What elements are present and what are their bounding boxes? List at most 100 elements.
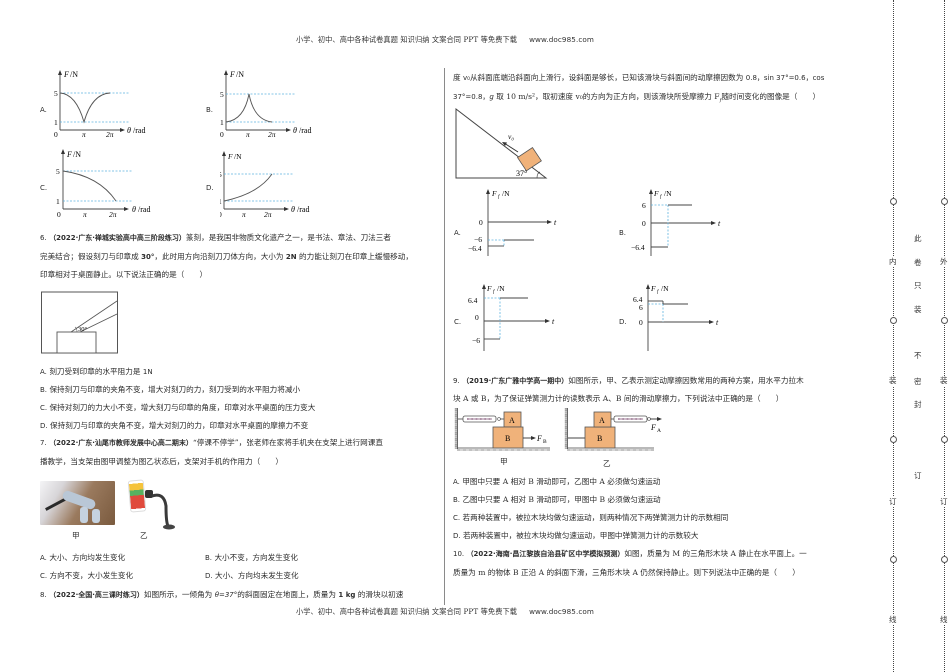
svg-text:0: 0 bbox=[220, 210, 222, 219]
svg-text:/N: /N bbox=[70, 70, 78, 79]
svg-text:F: F bbox=[63, 70, 69, 79]
svg-text:1: 1 bbox=[54, 118, 58, 127]
page-footer: 小学、初中、高中各种试卷真题 知识归纳 文案合同 PPT 等免费下载 www.do… bbox=[0, 607, 890, 617]
q6-option-a[interactable]: A. 刻刀受到印章的水平阻力是 1N bbox=[40, 367, 153, 376]
svg-text:t: t bbox=[554, 218, 557, 227]
q8-stem-line1: 8. （2022·全国·高三课时练习）如图所示，一倾角为 θ=37°的斜面固定在… bbox=[40, 590, 404, 599]
svg-text:v₀: v₀ bbox=[508, 132, 514, 141]
binding-notice-char: 密 bbox=[914, 377, 922, 386]
q7-option-c[interactable]: C. 方向不变，大小发生变化 bbox=[40, 571, 134, 580]
q9-source: （2019·广东广雅中学高一期中） bbox=[462, 377, 569, 385]
q6-option-d[interactable]: D. 保持刻刀与印章的夹角不变，增大对刻刀的力，印章对水平桌面的摩擦力不变 bbox=[40, 421, 309, 430]
svg-text:/N: /N bbox=[661, 284, 669, 293]
svg-text:2π: 2π bbox=[264, 210, 272, 219]
binding-notice-char: 装 bbox=[914, 305, 922, 314]
svg-text:0: 0 bbox=[57, 210, 61, 218]
binding-notice-char: 订 bbox=[914, 471, 922, 480]
q7-photo-jia bbox=[40, 481, 115, 525]
q9-option-a[interactable]: A. 甲图中只要 A 相对 B 滑动即可，乙图中 A 必须做匀速运动 bbox=[453, 477, 661, 486]
svg-text:30°: 30° bbox=[78, 326, 88, 333]
q6-stem-line2: 完美结合；假设刻刀与印章成 30°，此时用方向沿刻刀刀体方向，大小为 2N 的力… bbox=[40, 252, 413, 261]
svg-text:2π: 2π bbox=[109, 210, 117, 218]
q6-option-b[interactable]: B. 保持刻刀与印章的夹角不变，增大对刻刀的力，刻刀受到的水平阻力将减小 bbox=[40, 385, 301, 394]
binding-notice-char: 封 bbox=[914, 400, 922, 409]
q9-caption-yi: 乙 bbox=[603, 459, 611, 468]
binding-notice-char: 卷 bbox=[914, 258, 922, 267]
q8-option-d-label[interactable]: D. bbox=[619, 318, 627, 326]
q7-option-a[interactable]: A. 大小、方向均发生变化 bbox=[40, 553, 126, 562]
svg-text:F: F bbox=[229, 70, 235, 79]
inner-binding-label: 装 bbox=[889, 376, 897, 386]
q7-option-b[interactable]: B. 大小不变，方向发生变化 bbox=[205, 553, 298, 562]
binding-circle bbox=[890, 198, 897, 205]
q6-stem-line1: 6. （2022·广东·禅城实验高中高三阶段练习）篆刻，是我国非物质文化遗产之一… bbox=[40, 233, 391, 242]
svg-text:f: f bbox=[498, 195, 500, 200]
q8-figure-incline: v₀ 37° bbox=[455, 107, 548, 179]
q6-option-c[interactable]: C. 保持对刻刀的力大小不变，增大刻刀与印章的角度，印章对水平桌面的压力变大 bbox=[40, 403, 316, 412]
svg-text:/rad: /rad bbox=[133, 126, 145, 135]
svg-text:/N: /N bbox=[234, 152, 242, 161]
svg-text:t: t bbox=[552, 317, 555, 326]
q5-graph-a: F/N 5 1 0 π 2π θ/rad bbox=[54, 70, 145, 138]
svg-text:/N: /N bbox=[497, 284, 505, 293]
q5-graph-b: F/N 5 1 0 π 2π θ/rad bbox=[220, 70, 311, 138]
q8-option-b-label[interactable]: B. bbox=[619, 229, 627, 237]
svg-text:2π: 2π bbox=[106, 130, 114, 138]
svg-text:θ: θ bbox=[291, 205, 295, 214]
header-url[interactable]: www.doc985.com bbox=[529, 35, 594, 44]
svg-text:/N: /N bbox=[664, 189, 672, 198]
q8-source: （2022·全国·高三课时练习） bbox=[49, 591, 144, 599]
q8-option-a-label[interactable]: A. bbox=[454, 229, 461, 237]
svg-text:1: 1 bbox=[220, 118, 224, 127]
q5-graph-d: F/N 5 1 0 π 2π θ/rad bbox=[220, 151, 309, 219]
svg-text:6.4: 6.4 bbox=[633, 295, 643, 304]
svg-text:/N: /N bbox=[73, 150, 81, 159]
svg-text:−6: −6 bbox=[472, 336, 480, 345]
svg-text:6: 6 bbox=[642, 201, 646, 210]
q9-option-d[interactable]: D. 若两种装置中，被拉木块均做匀速运动，甲图中弹簧测力计的示数较大 bbox=[453, 531, 699, 540]
q8-option-c-label[interactable]: C. bbox=[454, 318, 462, 326]
q5-graph-c: F/N 5 1 0 π 2π θ/rad bbox=[56, 149, 150, 218]
q9-option-c[interactable]: C. 若两种装置中，被拉木块均做匀速运动，则两种情况下两弹簧测力计的示数相同 bbox=[453, 513, 729, 522]
header-text: 小学、初中、高中各种试卷真题 知识归纳 文案合同 PPT 等免费下载 bbox=[295, 35, 518, 44]
outer-binding-label: 装 bbox=[940, 376, 948, 386]
q7-photo-yi bbox=[127, 472, 180, 530]
svg-text:B: B bbox=[597, 434, 602, 443]
q9-option-b[interactable]: B. 乙图中只要 A 相对 B 滑动即可，甲图中 B 必须做匀速运动 bbox=[453, 495, 661, 504]
svg-text:−6.4: −6.4 bbox=[468, 244, 482, 253]
q7-caption-yi: 乙 bbox=[140, 531, 148, 540]
svg-text:0: 0 bbox=[639, 318, 643, 327]
svg-text:F: F bbox=[491, 189, 497, 198]
q10-stem-line2: 质量为 m 的物体 B 正沿 A 的斜面下滑，三角形木块 A 仍然保持静止。则下… bbox=[453, 568, 800, 577]
q7-caption-jia: 甲 bbox=[72, 531, 80, 540]
q6-source: （2022·广东·禅城实验高中高三阶段练习） bbox=[49, 234, 186, 242]
binding-circle bbox=[941, 198, 948, 205]
svg-text:π: π bbox=[246, 130, 250, 138]
svg-text:0: 0 bbox=[475, 313, 479, 322]
svg-text:/rad: /rad bbox=[299, 126, 311, 135]
svg-text:/N: /N bbox=[236, 70, 244, 79]
binding-circle bbox=[941, 556, 948, 563]
footer-text: 小学、初中、高中各种试卷真题 知识归纳 文案合同 PPT 等免费下载 bbox=[295, 607, 518, 616]
svg-text:f: f bbox=[657, 290, 659, 295]
svg-text:f: f bbox=[660, 195, 662, 200]
svg-text:1: 1 bbox=[220, 197, 222, 206]
svg-text:0: 0 bbox=[54, 130, 58, 138]
page-header: 小学、初中、高中各种试卷真题 知识归纳 文案合同 PPT 等免费下载 www.do… bbox=[0, 35, 890, 45]
q7-option-d[interactable]: D. 大小、方向均未发生变化 bbox=[205, 571, 299, 580]
column-divider bbox=[444, 68, 445, 605]
q7-source: （2022·广东·汕尾市教师发展中心高二期末） bbox=[49, 439, 193, 447]
binding-circle bbox=[890, 436, 897, 443]
binding-circle bbox=[941, 436, 948, 443]
svg-text:F: F bbox=[653, 189, 659, 198]
svg-text:F: F bbox=[650, 423, 656, 432]
svg-text:−6: −6 bbox=[474, 235, 482, 244]
svg-text:0: 0 bbox=[479, 218, 483, 227]
option-label: C. bbox=[40, 184, 48, 192]
footer-url[interactable]: www.doc985.com bbox=[529, 607, 594, 616]
svg-text:π: π bbox=[83, 210, 87, 218]
option-label: A. bbox=[40, 106, 47, 114]
